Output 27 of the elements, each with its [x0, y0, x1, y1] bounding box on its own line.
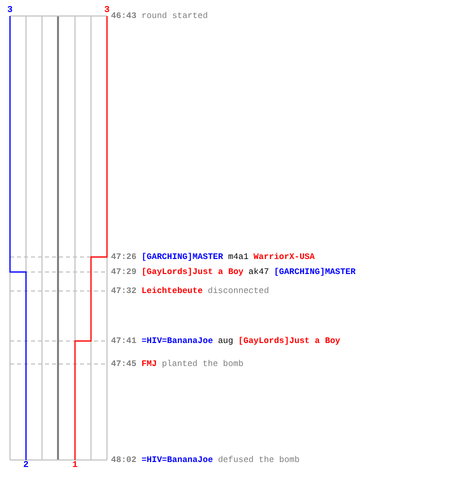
player-name: Leichtebeute: [142, 286, 203, 296]
weapon-name: ak47: [248, 266, 269, 278]
player-count: 1: [71, 460, 79, 470]
timestamp: 47:32: [111, 286, 137, 296]
player-count: 3: [6, 5, 14, 15]
player-name: [GayLords]Just a Boy: [142, 266, 244, 278]
timestamp: 48:02: [111, 454, 137, 466]
player-name: WarriorX-USA: [254, 252, 315, 262]
weapon-name: aug: [218, 336, 234, 346]
player-name: FMJ: [142, 358, 157, 370]
timestamp: 47:29: [111, 266, 137, 278]
player-name: =HIV=BananaJoe: [142, 336, 213, 346]
timestamp: 47:45: [111, 358, 137, 370]
player-count: 2: [22, 460, 30, 470]
player-name: [GayLords]Just a Boy: [238, 336, 340, 346]
player-name: [GARCHING]MASTER: [142, 252, 224, 262]
timestamp: 46:43: [111, 10, 137, 22]
event-text: planted the bomb: [162, 358, 244, 370]
player-name: [GARCHING]MASTER: [274, 266, 356, 278]
player-name: =HIV=BananaJoe: [142, 454, 213, 466]
timestamp: 47:41: [111, 336, 137, 346]
weapon-name: m4a1: [228, 252, 249, 262]
player-count: 3: [103, 5, 111, 15]
timestamp: 47:26: [111, 252, 137, 262]
event-text: disconnected: [208, 286, 269, 296]
event-text: defused the bomb: [218, 454, 300, 466]
event-text: round started: [142, 10, 208, 22]
